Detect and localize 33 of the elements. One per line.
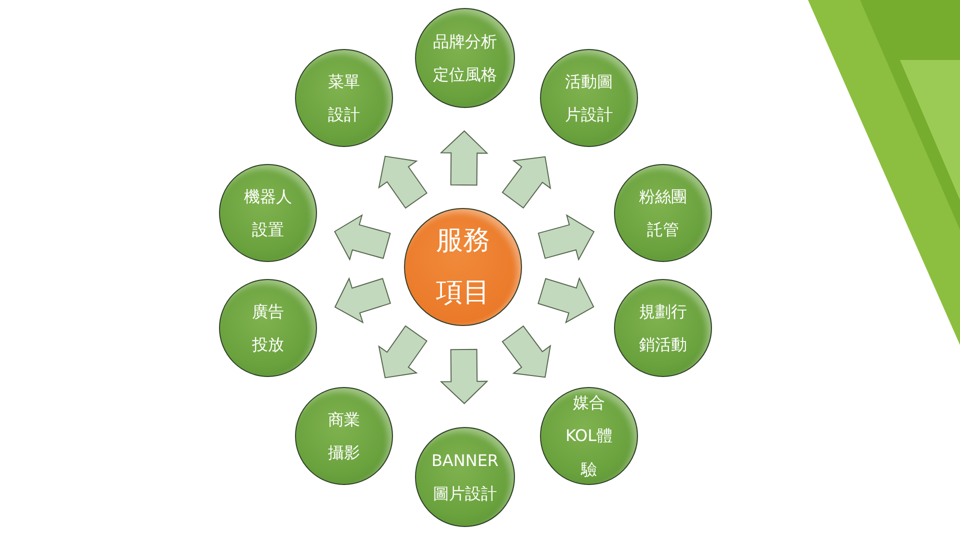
circle-label: 品牌分析: [433, 32, 497, 51]
block-arrow: [502, 325, 552, 378]
block-arrow: [538, 277, 594, 324]
circle-label: 規劃行: [639, 302, 687, 321]
circle-label: 片設計: [565, 105, 613, 124]
block-arrow: [334, 214, 391, 261]
circle-label: 商業: [328, 410, 360, 429]
circle-label: 粉絲團: [639, 186, 687, 206]
circle-label: 投放: [252, 335, 284, 354]
block-arrow: [378, 156, 428, 209]
block-arrow: [334, 277, 392, 324]
circle-label: 設計: [328, 105, 360, 124]
circle-label: 機器人: [244, 186, 292, 206]
block-arrow: [440, 130, 488, 186]
circle-label: 銷活動: [639, 335, 687, 354]
circle-label: 媒合: [573, 393, 605, 412]
block-arrow: [502, 156, 552, 209]
block-arrow: [440, 348, 488, 404]
circle-label: 攝影: [328, 443, 360, 462]
circle-label: KOL體: [565, 426, 613, 446]
circle-label: 菜單: [328, 72, 360, 91]
circle-label: 定位風格: [433, 65, 497, 84]
circle-label: BANNER: [431, 450, 499, 470]
circle-label: 託管: [647, 220, 679, 240]
circle-label: 項目: [436, 277, 490, 310]
circle-label: 活動圖: [565, 72, 613, 91]
circle-label: 圖片設計: [433, 484, 497, 504]
circle-label: 服務: [436, 224, 490, 257]
circle-label: 設置: [252, 220, 284, 240]
block-arrow: [378, 325, 428, 378]
circle-label: 驗: [581, 460, 597, 479]
block-arrow: [538, 214, 595, 261]
circle-label: 廣告: [252, 302, 284, 321]
